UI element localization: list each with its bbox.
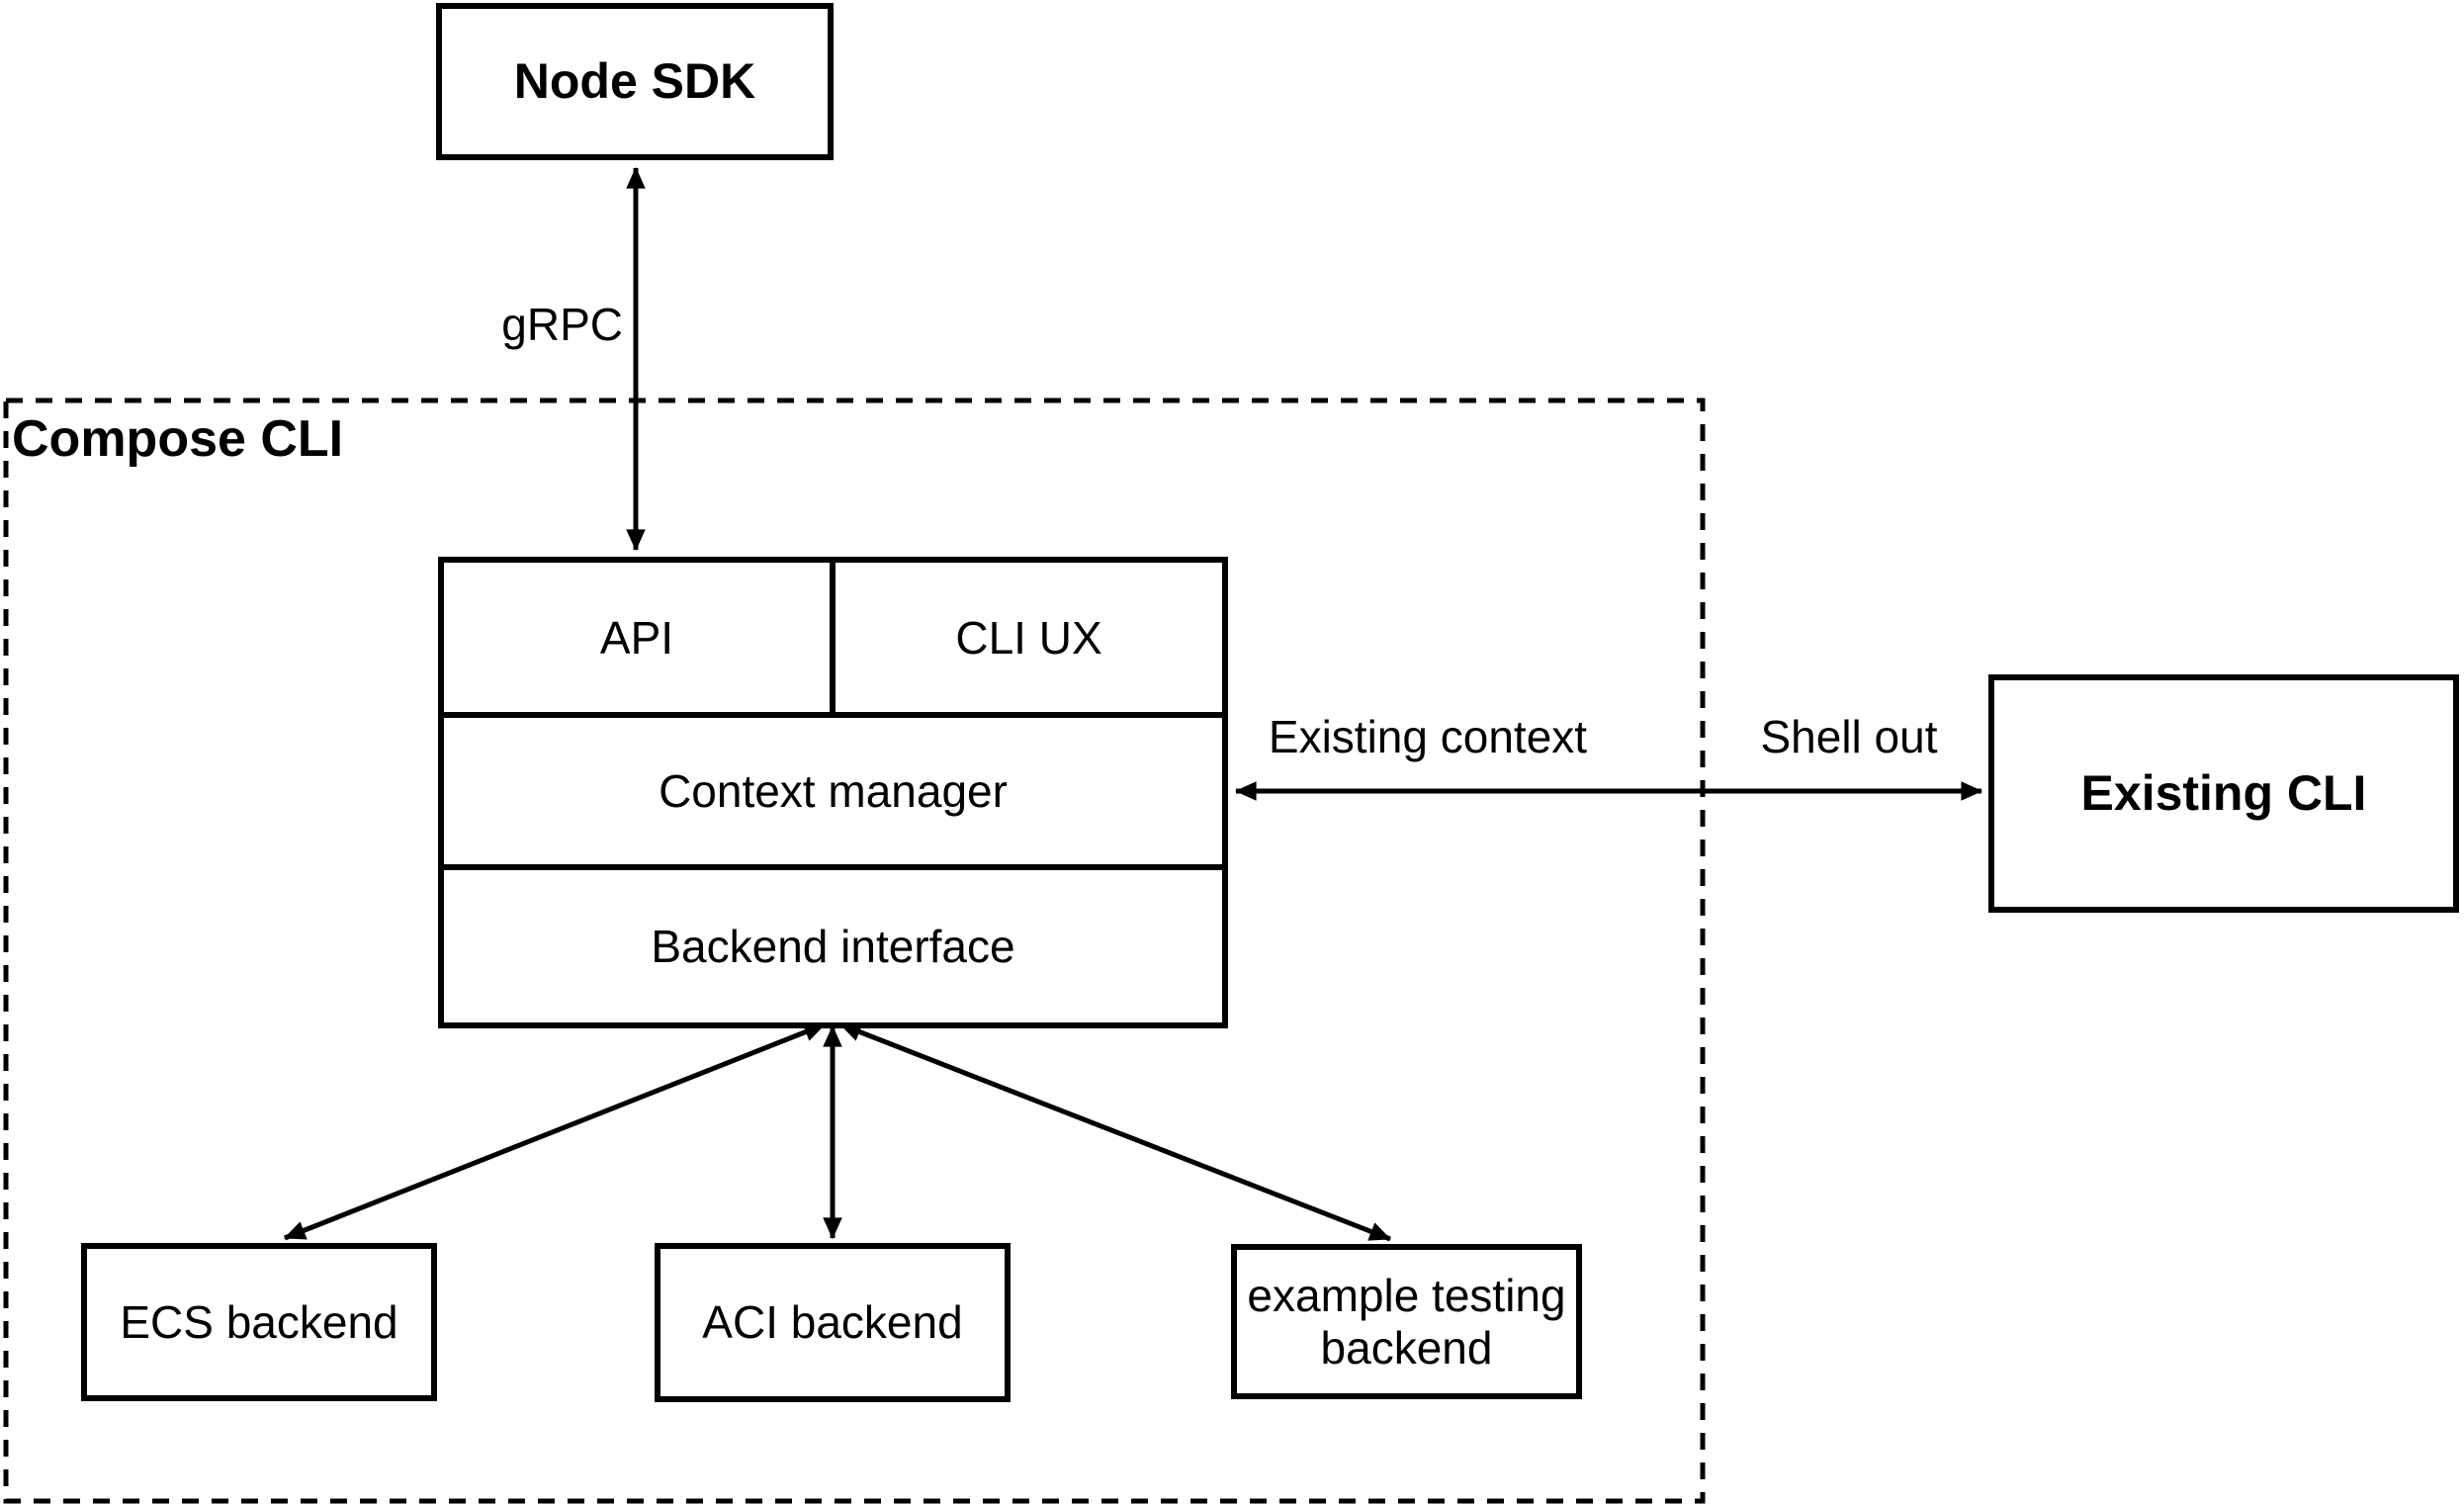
backend-interface-label: Backend interface: [651, 921, 1015, 972]
backend-interface-cell: Backend interface: [444, 870, 1222, 1022]
existing-cli-box: Existing CLI: [1988, 674, 2459, 913]
ecs-backend-label: ECS backend: [120, 1295, 398, 1348]
example-testing-backend-label: example testing backend: [1247, 1269, 1566, 1374]
cli-ux-label: CLI UX: [955, 611, 1102, 664]
aci-backend-label: ACI backend: [702, 1296, 963, 1349]
existing-context-label: Existing context: [1268, 711, 1588, 762]
api-cell: API: [444, 563, 836, 712]
existing-cli-label: Existing CLI: [2080, 764, 2367, 821]
node-sdk-box: Node SDK: [436, 3, 834, 160]
compose-cli-label: Compose CLI: [12, 410, 344, 468]
aci-backend-box: ACI backend: [655, 1243, 1011, 1402]
api-label: API: [599, 611, 674, 664]
context-manager-cell: Context manager: [444, 718, 1222, 870]
ecs-backend-arrow: [283, 1021, 827, 1241]
node-sdk-label: Node SDK: [513, 52, 756, 109]
shell-out-label: Shell out: [1760, 711, 1938, 762]
top-row: API CLI UX: [444, 563, 1222, 718]
ecs-backend-box: ECS backend: [81, 1243, 437, 1401]
cli-ux-cell: CLI UX: [836, 563, 1222, 712]
example-testing-backend-box: example testing backend: [1231, 1244, 1582, 1399]
context-manager-cell-inner: Context manager: [444, 764, 1222, 818]
context-manager-label: Context manager: [659, 765, 1008, 817]
grpc-label: gRPC: [501, 299, 623, 350]
example-backend-arrow: [838, 1021, 1392, 1242]
compose-cli-container: [3, 398, 1706, 1504]
compose-cli-core-box: API CLI UX Context manager Backend inter…: [438, 557, 1228, 1028]
